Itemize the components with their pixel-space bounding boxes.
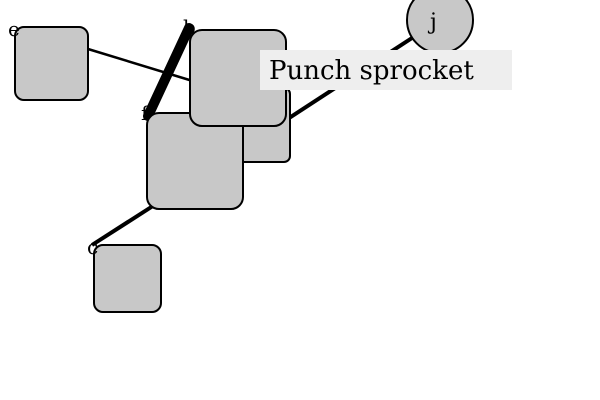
node-f xyxy=(146,112,244,210)
edge-b-f xyxy=(143,23,194,121)
callout-background xyxy=(260,50,512,90)
node-j xyxy=(406,0,474,54)
node-label-e: e xyxy=(8,17,20,41)
node-label-c: c xyxy=(87,235,98,259)
edge-e-b xyxy=(87,47,197,84)
callout-label: Punch sprocket xyxy=(269,56,474,86)
node-e xyxy=(14,26,89,101)
node-c xyxy=(93,244,162,313)
node-label-b: b xyxy=(183,15,196,39)
edge-f-c xyxy=(90,202,158,247)
node-label-j: j xyxy=(427,10,437,35)
node-label-f: f xyxy=(141,101,150,125)
